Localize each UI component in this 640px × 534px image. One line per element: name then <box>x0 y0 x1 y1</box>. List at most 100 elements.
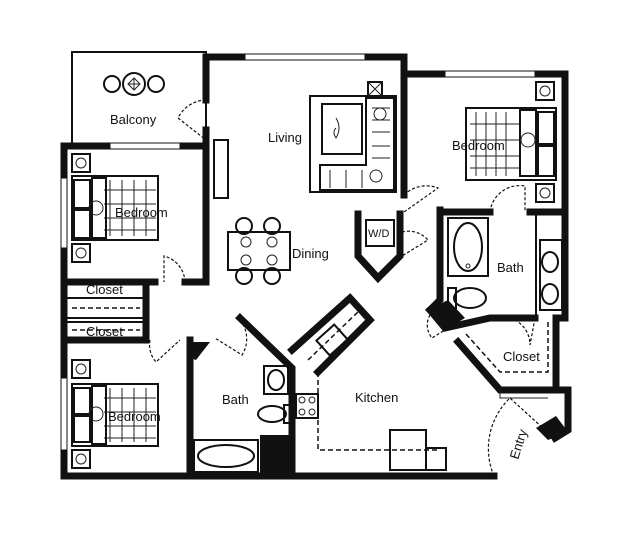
burner-4 <box>308 408 316 416</box>
pillow-1 <box>373 107 387 121</box>
dining-furniture <box>227 217 291 285</box>
tv-console <box>213 139 229 199</box>
lamp-left-upper-2 <box>75 247 87 259</box>
plate-1 <box>240 236 252 248</box>
label-laundry: W/D <box>368 228 389 240</box>
plate-2 <box>266 236 278 248</box>
bed-left-lower-pillow-1 <box>73 387 91 415</box>
bathtub-bottom <box>193 439 259 473</box>
window-living <box>244 53 366 61</box>
nightstand-left-upper-1 <box>71 153 91 173</box>
kitchen-counter-edge-2 <box>317 372 440 451</box>
door-bedroom-upper <box>163 255 186 283</box>
bathtub-right-basin <box>453 222 483 272</box>
toilet-right-tank <box>447 287 457 309</box>
door-bath-bottom <box>214 319 248 356</box>
bed-left-upper-cushion <box>88 200 104 216</box>
label-bedroom-left-lower: Bedroom <box>108 409 161 424</box>
kitchen-counter-edge-1 <box>307 309 361 361</box>
sink-right-1 <box>541 251 559 273</box>
room-labels: Balcony Living Dining Bedroom Bedroom Be… <box>86 112 540 461</box>
lamp-left-lower-2 <box>75 453 87 465</box>
bed-right <box>465 107 557 181</box>
balcony-chair-left <box>103 75 121 93</box>
burner-2 <box>308 396 316 404</box>
pantry <box>425 447 447 471</box>
wall-bath-right-west <box>425 206 444 315</box>
wall-bedroom-upper-east <box>181 142 210 286</box>
interior-walls <box>60 70 569 480</box>
bed-right-pillow-1 <box>537 111 555 145</box>
lamp-right-2 <box>539 187 551 199</box>
label-bedroom-left-upper: Bedroom <box>115 205 168 220</box>
doors <box>148 99 546 477</box>
balcony-rail <box>71 51 207 147</box>
door-bath-right <box>489 184 526 213</box>
bed-right-fold <box>519 109 537 177</box>
pillow-2 <box>369 169 383 183</box>
laundry <box>365 219 395 247</box>
window-bedroom-left-lower <box>60 377 68 451</box>
door-laundry <box>401 230 429 257</box>
door-balcony <box>177 99 207 141</box>
plate-3 <box>240 254 252 266</box>
label-entry: Entry <box>507 427 531 461</box>
bath-bottom-fixtures <box>193 365 293 473</box>
door-closet-right-2 <box>426 314 449 339</box>
nightstand-left-lower-2 <box>71 449 91 469</box>
plate-4 <box>266 254 278 266</box>
bedroom-left-upper-furniture <box>71 153 159 263</box>
vanity-right <box>539 239 563 311</box>
bed-left-lower-cushion <box>88 406 104 422</box>
door-bedroom-lower <box>148 339 181 363</box>
toilet-bottom-tank <box>283 404 293 424</box>
nightstand-right-2 <box>535 183 555 203</box>
door-closet-right <box>509 317 536 346</box>
label-closet-right: Closet <box>503 349 540 364</box>
bed-left-upper <box>71 175 159 241</box>
bed-left-lower <box>71 383 159 447</box>
column-bedroom-door <box>190 342 210 360</box>
nightstand-left-upper-2 <box>71 243 91 263</box>
window-bedroom-left-upper <box>109 142 181 150</box>
closet-right-rods <box>465 322 549 399</box>
sink-right-2 <box>541 283 559 305</box>
column-entry <box>536 416 568 440</box>
bed-right-cushion <box>520 132 536 148</box>
label-bath-bottom: Bath <box>222 392 249 407</box>
kitchen-fixtures <box>295 309 447 471</box>
balcony-chair-right <box>147 75 165 93</box>
washer-dryer <box>365 219 395 247</box>
burner-1 <box>298 396 306 404</box>
bed-left-lower-fold <box>91 385 107 445</box>
wall-laundry <box>354 210 404 284</box>
lamp-right-1 <box>539 85 551 97</box>
window-bedroom-left-side <box>60 177 68 249</box>
living-furniture <box>213 81 397 199</box>
door-bedroom-right <box>403 185 440 213</box>
bed-left-upper-pillow-2 <box>73 209 91 239</box>
bed-right-pattern <box>470 112 520 176</box>
bed-left-upper-pattern <box>104 180 156 236</box>
sink-bottom <box>267 369 285 391</box>
bedroom-left-lower-furniture <box>71 359 159 469</box>
dining-chair-4 <box>263 267 281 285</box>
closet-right-rod <box>465 322 549 373</box>
lamp-left-lower-1 <box>75 363 87 375</box>
bedroom-right-furniture <box>465 81 557 203</box>
toilet-bottom <box>257 405 287 423</box>
burner-3 <box>298 408 306 416</box>
lamp-living <box>367 81 383 97</box>
balcony-table-pattern <box>127 77 141 91</box>
coffee-table-decor <box>333 117 340 139</box>
exterior-wall-top-right <box>202 53 572 443</box>
bed-left-upper-pillow-1 <box>73 179 91 209</box>
nightstand-left-lower-1 <box>71 359 91 379</box>
bed-left-lower-pillow-2 <box>73 415 91 443</box>
bed-left-lower-pattern <box>104 388 156 442</box>
bed-left-upper-fold <box>91 177 107 239</box>
bathtub-right <box>447 217 489 277</box>
label-bedroom-right: Bedroom <box>452 138 505 153</box>
label-balcony: Balcony <box>110 112 157 127</box>
